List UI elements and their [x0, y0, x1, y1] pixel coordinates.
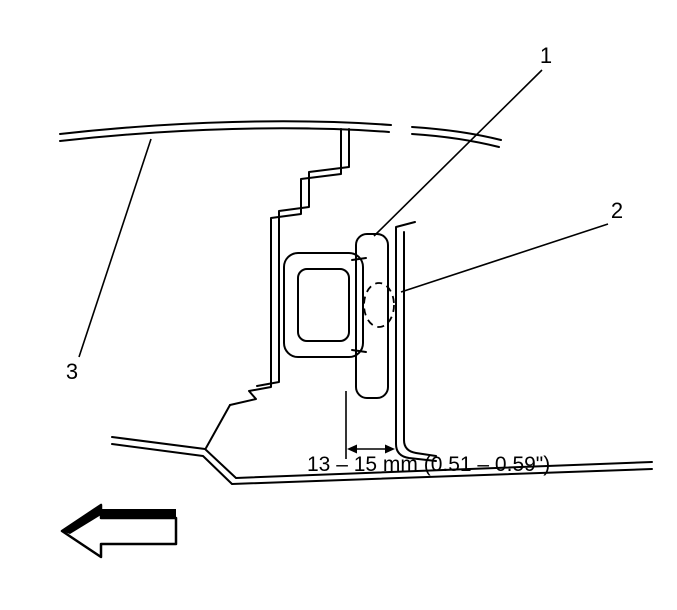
callout-1: 1 [373, 43, 552, 237]
callout-1-label: 1 [540, 43, 552, 68]
callout-3-leader [78, 138, 152, 358]
dimension-arrowhead-left [347, 444, 357, 454]
callout-2: 2 [400, 198, 623, 293]
callout-3: 3 [66, 138, 152, 384]
callout-2-label: 2 [611, 198, 623, 223]
callout-1-leader [373, 69, 543, 237]
dimension-label: 13 – 15 mm (0.51 – 0.59") [307, 453, 550, 476]
callout-2-leader [400, 223, 609, 293]
dimension-arrowhead-right [385, 444, 395, 454]
rocker-panel-edge [111, 436, 653, 485]
door-flange [395, 221, 437, 462]
hidden-edge-ellipse [363, 282, 395, 328]
callout-3-label: 3 [66, 359, 78, 384]
pillar-bracket-section [205, 128, 350, 449]
retainer-body [355, 233, 395, 399]
body-panel-edge [59, 120, 502, 148]
left-arrow-icon [60, 503, 178, 559]
clip-frame [283, 252, 367, 358]
dimension-annotation: 13 – 15 mm (0.51 – 0.59") [307, 391, 550, 476]
